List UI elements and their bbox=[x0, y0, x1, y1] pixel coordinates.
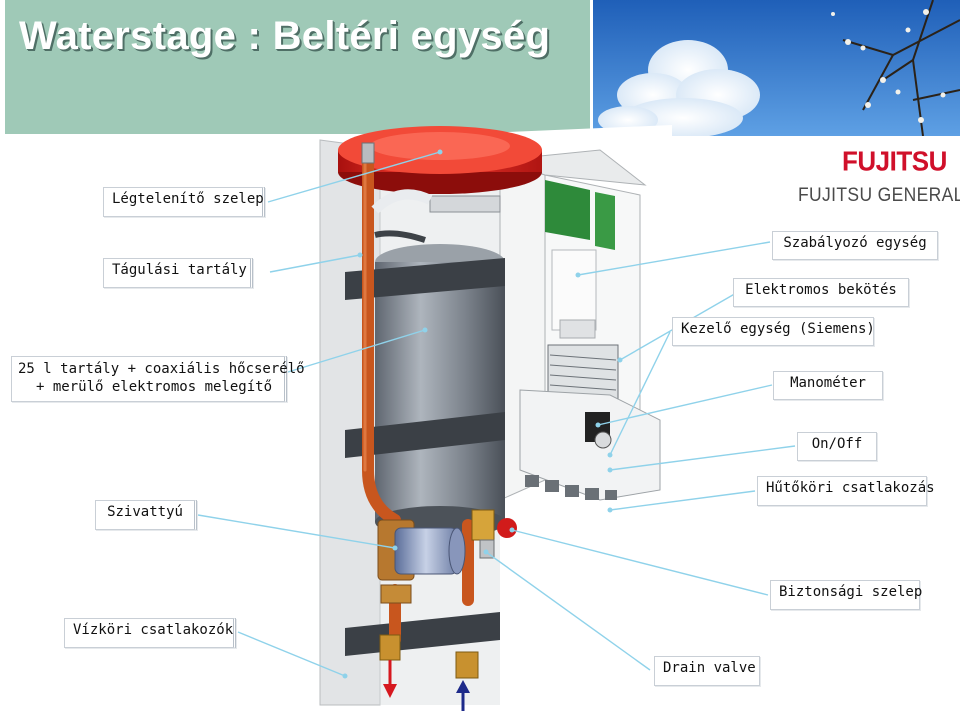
label-water-connections: Vízköri csatlakozók bbox=[64, 618, 236, 648]
label-on-off: On/Off bbox=[797, 432, 877, 461]
label-control-unit: Szabályozó egység bbox=[772, 231, 938, 260]
logo-subtitle: FUJITSU GENERAL bbox=[798, 185, 960, 206]
page-title: Waterstage : Beltéri egység bbox=[19, 14, 551, 58]
sky-photo bbox=[593, 0, 960, 136]
title-banner: Waterstage : Beltéri egység bbox=[5, 0, 590, 134]
down-arrow-icon bbox=[383, 660, 397, 698]
label-manometer: Manométer bbox=[773, 371, 883, 400]
up-arrow-icon bbox=[456, 680, 470, 711]
label-storage-tank: 25 l tartály + coaxiális hőcserélő + mer… bbox=[11, 356, 305, 402]
label-storage-tank-line2: + merülő elektromos melegítő bbox=[36, 378, 273, 395]
label-safety-valve: Biztonsági szelep bbox=[770, 580, 922, 610]
label-storage-tank-line1: 25 l tartály + coaxiális hőcserélő bbox=[18, 361, 305, 377]
label-refrigerant-connection: Hűtőköri csatlakozás bbox=[757, 476, 935, 506]
leader-lines bbox=[197, 151, 796, 677]
logo-mark: FUJITSU bbox=[842, 145, 947, 177]
fujitsu-logo: FUJITSU FUJITSU GENERAL bbox=[790, 140, 960, 210]
label-air-vent-valve: Légtelenítő szelep bbox=[103, 187, 265, 217]
label-expansion-tank: Tágulási tartály bbox=[103, 258, 253, 288]
label-electrical-wiring: Elektromos bekötés bbox=[733, 278, 909, 307]
label-user-interface: Kezelő egység (Siemens) bbox=[672, 317, 875, 346]
label-pump: Szivattyú bbox=[95, 500, 197, 530]
label-drain-valve: Drain valve bbox=[654, 656, 760, 686]
